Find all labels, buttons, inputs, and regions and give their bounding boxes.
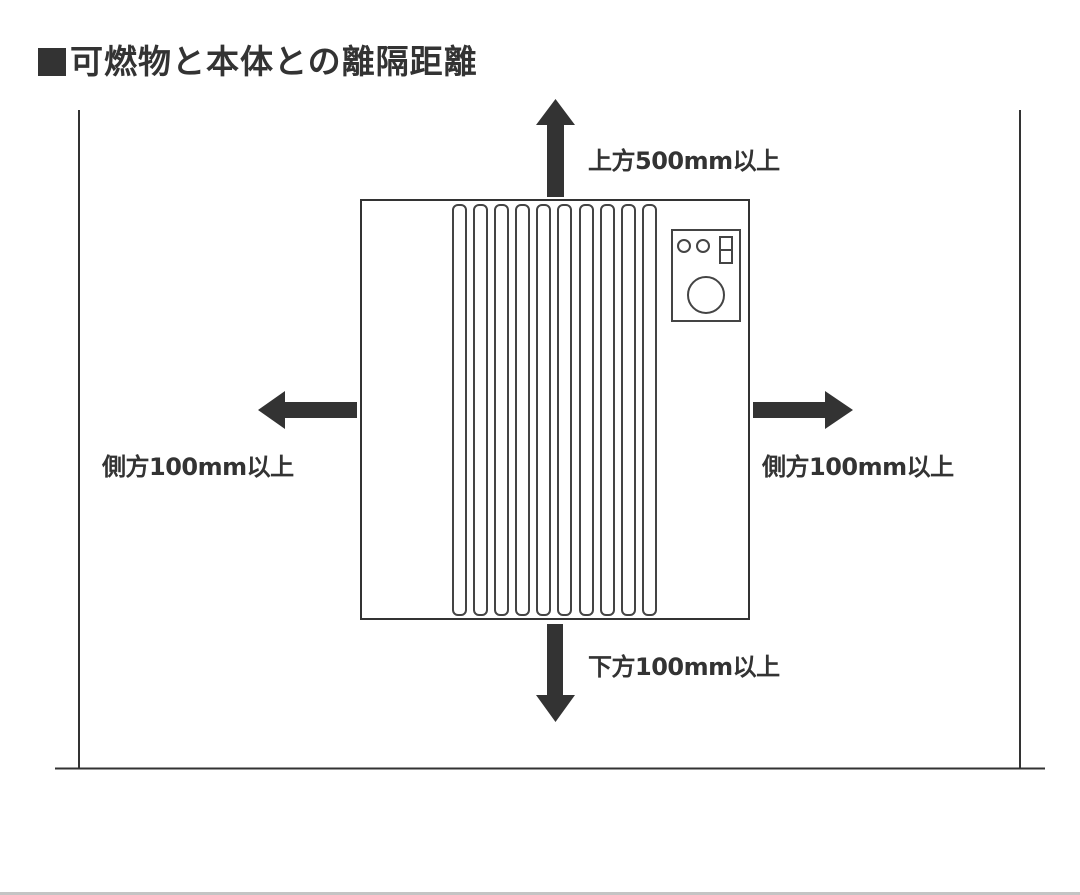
dial-knob-icon — [687, 276, 725, 314]
clearance-label-bottom: 下方100mm以上 — [588, 653, 780, 681]
clearance-label-right: 側方100mm以上 — [762, 453, 954, 481]
heater-body — [360, 199, 750, 620]
indicator-light-icon — [677, 239, 691, 253]
indicator-light-icon — [696, 239, 710, 253]
clearance-label-top: 上方500mm以上 — [588, 147, 780, 175]
title-text: 可燃物と本体との離隔距離 — [70, 42, 478, 81]
control-panel — [671, 229, 741, 322]
clearance-label-left: 側方100mm以上 — [102, 453, 294, 481]
bottom-divider — [0, 892, 1080, 895]
heater-fins — [452, 204, 657, 616]
arrow-left-icon — [258, 391, 357, 429]
arrow-up-icon — [536, 99, 575, 197]
arrow-down-icon — [536, 624, 575, 722]
title-square-marker — [38, 48, 66, 76]
diagram-title: 可燃物と本体との離隔距離 — [38, 40, 478, 84]
arrow-right-icon — [753, 391, 853, 429]
